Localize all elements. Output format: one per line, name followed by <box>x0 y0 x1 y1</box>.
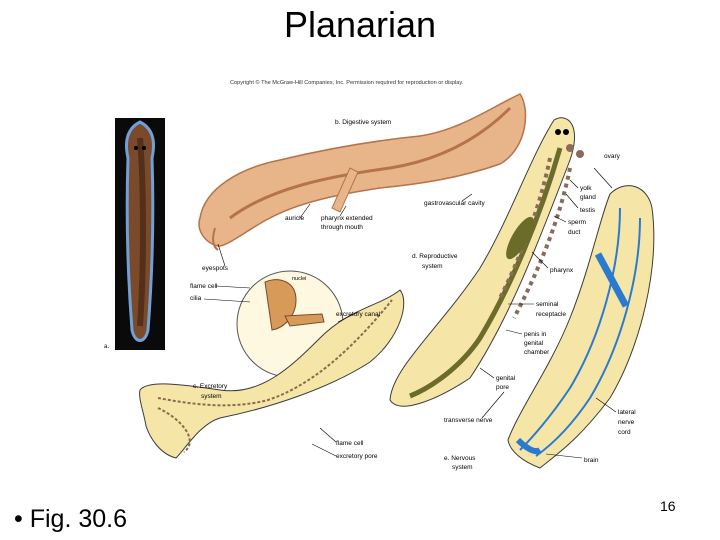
label-flame-cell-2: flame cell <box>336 440 364 447</box>
label-pharynx-extended-1: pharynx extended <box>321 215 373 222</box>
label-lateral-nerve-cord-1: lateral <box>618 409 636 416</box>
label-genital-pore-2: pore <box>496 384 509 391</box>
label-c-1: c. Excretory <box>193 383 228 390</box>
label-c-2: system <box>201 393 222 400</box>
label-ovary: ovary <box>604 153 621 160</box>
label-cilia: cilia <box>190 295 202 302</box>
label-excretory-canal: excretory canal <box>336 311 381 318</box>
copyright-text: Copyright © The McGraw-Hill Companies, I… <box>230 79 464 86</box>
bullet-marker: • <box>14 505 23 533</box>
label-seminal-receptacle-1: seminal <box>536 301 559 308</box>
label-d-1: d. Reproductive <box>412 253 458 260</box>
label-a: a. <box>104 344 109 350</box>
page-number: 16 <box>660 498 676 514</box>
label-pharynx-extended-2: through mouth <box>321 224 363 231</box>
label-gastrovascular-cavity: gastrovascular cavity <box>424 200 485 207</box>
label-flame-cell: flame cell <box>190 283 218 290</box>
label-excretory-pore: excretory pore <box>336 453 378 460</box>
label-lateral-nerve-cord-3: cord <box>618 429 631 436</box>
label-nuclei: nuclei <box>292 276 306 282</box>
label-sperm-duct-1: sperm <box>568 219 586 226</box>
label-testis: testis <box>580 207 596 214</box>
label-seminal-receptacle-2: receptacle <box>536 311 566 318</box>
label-pharynx: pharynx <box>550 267 574 274</box>
label-sperm-duct-2: duct <box>568 229 580 236</box>
slide-title: Planarian <box>0 4 720 46</box>
label-transverse-nerve: transverse nerve <box>444 417 493 424</box>
planarian-figure: Copyright © The McGraw-Hill Companies, I… <box>100 68 700 488</box>
label-penis-1: penis in <box>524 331 547 338</box>
label-yolk-gland-2: gland <box>580 194 596 201</box>
planarian-photo <box>115 118 165 350</box>
label-penis-3: chamber <box>524 349 550 356</box>
label-brain: brain <box>584 457 599 464</box>
label-e-2: system <box>452 464 473 471</box>
label-e-1: e. Nervous <box>444 455 476 462</box>
bullet-item: • Fig. 30.6 <box>14 505 127 534</box>
label-yolk-gland-1: yolk <box>580 185 592 192</box>
bullet-text: Fig. 30.6 <box>30 505 127 533</box>
label-lateral-nerve-cord-2: nerve <box>618 419 635 426</box>
label-genital-pore-1: genital <box>496 375 516 382</box>
label-b: b. Digestive system <box>335 119 391 126</box>
label-penis-2: genital <box>524 340 544 347</box>
excretory-system-drawing <box>140 271 404 458</box>
label-d-2: system <box>422 263 443 270</box>
